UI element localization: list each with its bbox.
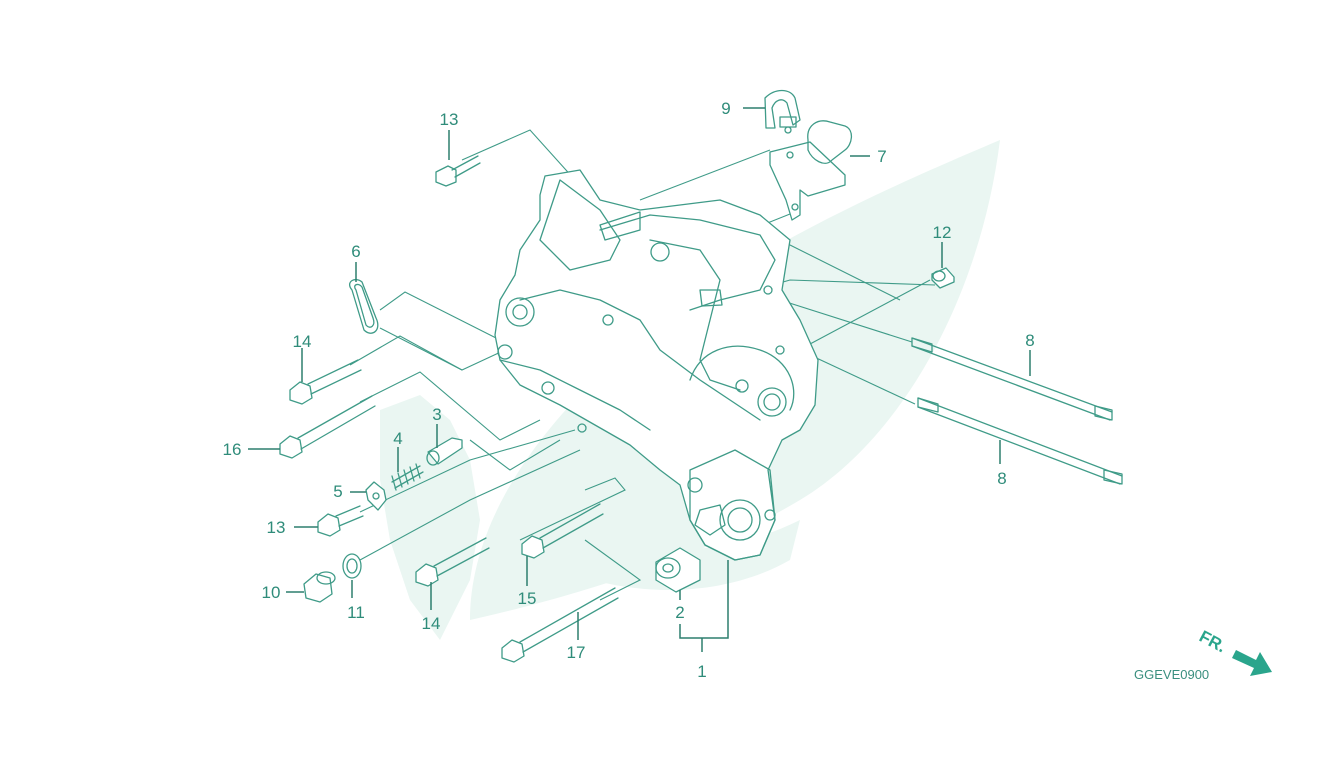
callout-16: 16 — [223, 440, 242, 459]
diagram-code: GGEVE0900 — [1134, 667, 1209, 682]
callout-2: 2 — [675, 603, 684, 622]
part-11-washer — [342, 553, 362, 579]
part-16-bolt — [279, 395, 376, 459]
callout-1: 1 — [697, 662, 706, 681]
front-direction-label: FR. — [1196, 627, 1229, 657]
part-14-bolt-lower — [415, 537, 490, 587]
part-14-bolt-upper — [289, 359, 362, 405]
callout-15: 15 — [518, 589, 537, 608]
part-12-collar — [931, 267, 955, 289]
part-4-spring — [391, 463, 424, 491]
callout-14-lower: 14 — [422, 614, 441, 633]
right-crankcase — [494, 169, 819, 561]
callout-10: 10 — [262, 583, 281, 602]
part-15-bolt — [521, 503, 604, 559]
part-2-damper — [655, 547, 701, 593]
part-10-bolt — [303, 571, 336, 603]
callout-5: 5 — [333, 482, 342, 501]
callout-11: 11 — [347, 603, 365, 622]
callout-9: 9 — [721, 99, 730, 118]
callout-14-upper: 14 — [293, 332, 312, 351]
callout-4: 4 — [393, 429, 402, 448]
part-5-plate — [365, 481, 387, 511]
callout-13-top: 13 — [440, 110, 459, 129]
front-arrow-icon — [1232, 650, 1272, 676]
callout-labels: 13 6 14 16 3 4 5 13 10 11 14 15 17 2 1 9… — [223, 99, 1035, 681]
callout-3: 3 — [432, 405, 441, 424]
callout-8-lower: 8 — [997, 469, 1006, 488]
part-13-bolt-lower — [317, 505, 364, 537]
callout-8-upper: 8 — [1025, 331, 1034, 350]
part-8-stud-upper — [911, 337, 1113, 421]
callout-13-lower: 13 — [267, 518, 286, 537]
callout-7: 7 — [877, 147, 886, 166]
part-13-bolt-top — [435, 155, 481, 187]
callout-leaders — [248, 107, 1031, 652]
part-3-pin — [426, 437, 463, 466]
part-8-stud-lower — [917, 397, 1123, 485]
callout-12: 12 — [933, 223, 952, 242]
callout-17: 17 — [567, 643, 586, 662]
part-17-bolt — [501, 587, 619, 663]
part-6-oring — [348, 278, 379, 334]
part-9-clamp — [764, 89, 801, 134]
part-7-bracket — [769, 120, 853, 221]
callout-6: 6 — [351, 242, 360, 261]
